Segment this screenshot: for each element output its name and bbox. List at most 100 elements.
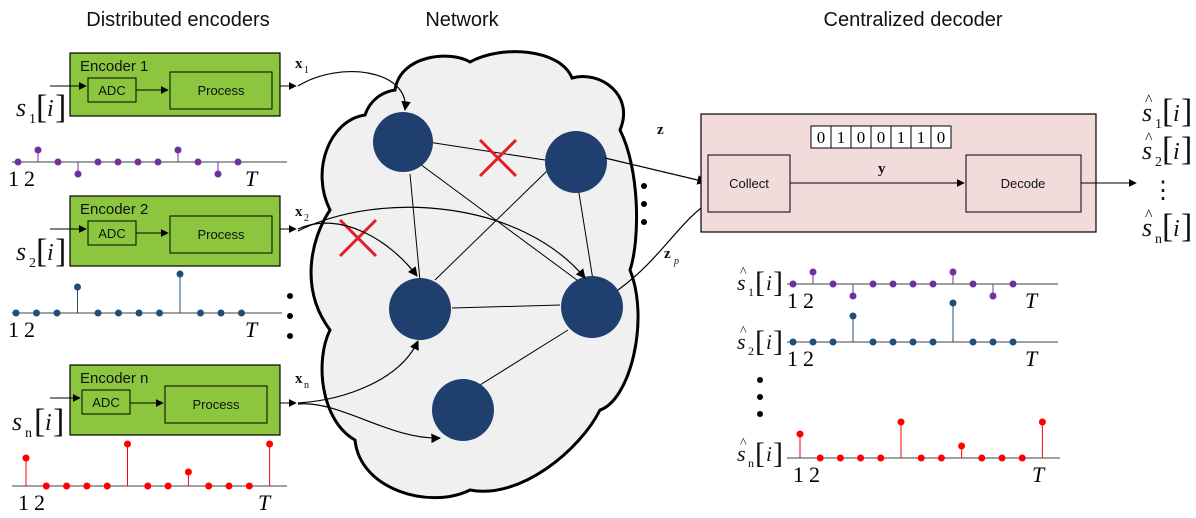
stem-marker (958, 442, 966, 450)
encoder-1-input: s 1 [ i ] (16, 89, 66, 127)
encoder-n-input: s n [ i ] (12, 403, 64, 441)
stem-marker (184, 468, 192, 476)
stem-marker (869, 280, 877, 288)
output-symbol: s (737, 270, 746, 295)
z-bottom-subscript: p (673, 256, 679, 267)
stem-marker (1038, 418, 1046, 426)
encoder-title: Encoder n (80, 370, 148, 387)
tick-label: 2 (803, 346, 814, 371)
bit-value: 0 (817, 128, 826, 147)
stem-marker (194, 158, 202, 166)
network-node (432, 379, 494, 441)
stem-marker (234, 158, 242, 166)
stem-marker (33, 309, 40, 317)
output-1: s ^ 1 [ i ] (1142, 92, 1192, 132)
stem-marker (214, 170, 222, 178)
tick-label: 2 (24, 166, 35, 191)
stem-marker (836, 454, 844, 462)
bit-cell: 1 (910, 125, 932, 149)
stem-marker (74, 283, 81, 291)
bit-value: 0 (877, 128, 886, 147)
bracket-close: ] (773, 325, 783, 358)
stem-marker (156, 309, 163, 317)
stem-marker (144, 482, 152, 490)
input-symbol: s (12, 407, 22, 436)
adc-label: ADC (98, 226, 125, 241)
network-node (561, 276, 623, 338)
output-subscript: 1 (304, 65, 309, 76)
tick-label: T (245, 317, 259, 342)
bit-cell: 0 (810, 125, 832, 149)
stem-marker (809, 338, 817, 346)
collect-block (707, 154, 791, 213)
output-symbol: s (737, 329, 746, 354)
z-bottom-label: z (664, 246, 671, 262)
input-index: i (47, 96, 54, 122)
stem-marker (154, 158, 162, 166)
bit-cell: 1 (890, 125, 912, 149)
stem-marker (849, 292, 857, 300)
output-subscript: 2 (748, 344, 754, 358)
stem-marker (829, 280, 837, 288)
output-index: i (1173, 101, 1180, 127)
tick-label: T (1032, 462, 1046, 487)
tick-label: T (1025, 346, 1039, 371)
bit-value: 1 (917, 128, 926, 147)
stem-marker (969, 280, 977, 288)
output-subscript: 2 (304, 213, 309, 224)
adc-block (81, 389, 131, 415)
stem-marker (135, 309, 143, 317)
bracket-open: [ (1162, 208, 1173, 245)
input-subscript: 1 (29, 112, 36, 127)
tick-label: 2 (34, 490, 45, 515)
bit-value: 1 (837, 128, 846, 147)
input-subscript: n (25, 426, 32, 441)
stem-marker (937, 454, 945, 462)
decode-label: Decode (1001, 176, 1046, 191)
output-2: s ^ 2 [ i ] (1142, 130, 1192, 170)
hat-accent: ^ (1145, 207, 1153, 224)
decoded-label-2: s ^ 2 [ i ] (737, 324, 783, 358)
bit-value: 0 (937, 128, 946, 147)
output-subscript: n (1155, 232, 1162, 247)
output-symbol: s (1142, 98, 1152, 127)
bracket-open: [ (755, 437, 765, 470)
bracket-open: [ (36, 233, 47, 270)
adc-block (87, 220, 137, 246)
stem-marker (53, 309, 61, 317)
stem-marker (969, 338, 977, 346)
decoded-ellipsis (757, 377, 763, 417)
process-label: Process (198, 227, 245, 242)
input-symbol: s (16, 237, 26, 266)
hat-accent: ^ (1145, 92, 1153, 109)
stem-marker (174, 146, 182, 154)
stem-marker (949, 268, 957, 276)
stem-marker (164, 482, 172, 490)
input-index: i (47, 240, 54, 266)
bit-cell: 0 (930, 125, 952, 149)
y-label: y (878, 161, 886, 177)
output-n: s ^ n [ i ] (1142, 207, 1192, 247)
stem-marker (103, 482, 111, 490)
stem-marker (789, 338, 797, 346)
bracket-open: [ (34, 403, 45, 440)
stem-marker (949, 299, 957, 307)
output-subscript: 1 (1155, 117, 1162, 132)
stem-marker (889, 338, 897, 346)
output-index: i (1173, 139, 1180, 165)
output-index: i (766, 271, 772, 295)
stem-marker (225, 482, 233, 490)
process-label: Process (193, 397, 240, 412)
stem-marker (124, 440, 131, 448)
network-section-title: Network (425, 9, 499, 31)
network-node (545, 131, 607, 193)
stem-marker (909, 280, 917, 288)
process-label: Process (198, 83, 245, 98)
output-ellipsis: ⋮ (1151, 178, 1175, 204)
output-symbol: x (295, 204, 303, 220)
